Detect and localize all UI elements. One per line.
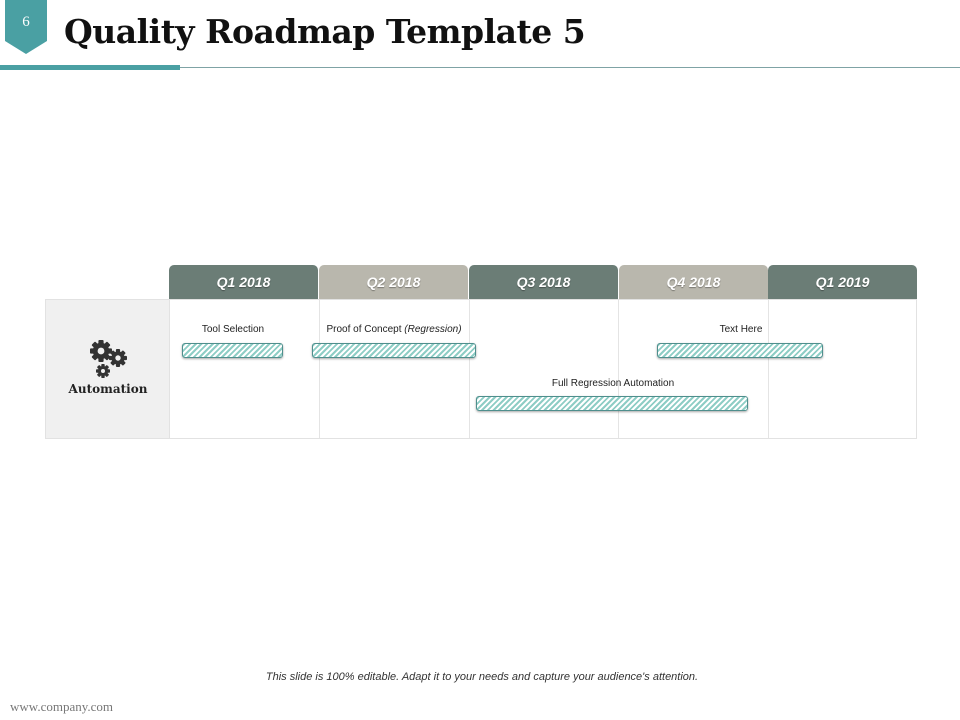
gears-icon [90,340,127,378]
roadmap-grid: Q1 2018 Q2 2018 Q3 2018 Q4 2018 Q1 2019 [45,265,917,439]
quarter-header-q2-2018: Q2 2018 [319,265,468,299]
task-label-tool-selection: Tool Selection [176,324,290,335]
category-label: Automation [68,382,148,396]
task-label-proof-of-concept: Proof of Concept (Regression) [304,324,484,335]
quarter-header-q4-2018: Q4 2018 [619,265,768,299]
task-label-text: Full Regression Automation [551,378,675,389]
page-title: Quality Roadmap Template 5 [64,12,586,51]
task-label-text: Proof of Concept [326,324,405,335]
column-divider [469,300,470,438]
task-label-text-here: Text Here [686,324,796,335]
title-divider [0,67,960,68]
column-divider [319,300,320,438]
task-bar-tool-selection[interactable] [182,343,283,358]
title-accent-bar [0,65,180,70]
quarter-header-q1-2019: Q1 2019 [768,265,917,299]
footer-url: www.company.com [10,699,114,714]
column-divider [618,300,619,438]
task-bar-full-regression[interactable] [476,396,748,411]
quarter-header-q1-2018: Q1 2018 [169,265,318,299]
task-bar-proof-of-concept[interactable] [312,343,476,358]
task-label-text: Tool Selection [201,324,265,335]
footer-note: This slide is 100% editable. Adapt it to… [265,671,699,683]
quarter-header-q3-2018: Q3 2018 [469,265,618,299]
column-divider [768,300,769,438]
slide-number: 6 [22,14,30,30]
roadmap-body: Automation Tool Selection Proof of Conce… [45,299,917,439]
task-label-text: Text Here [719,324,763,335]
task-label-qualifier: (Regression) [404,324,462,335]
slide-number-badge: 6 [5,0,47,54]
task-bar-text-here[interactable] [657,343,823,358]
task-label-full-regression: Full Regression Automation [516,378,710,389]
category-cell-automation: Automation [46,300,170,438]
